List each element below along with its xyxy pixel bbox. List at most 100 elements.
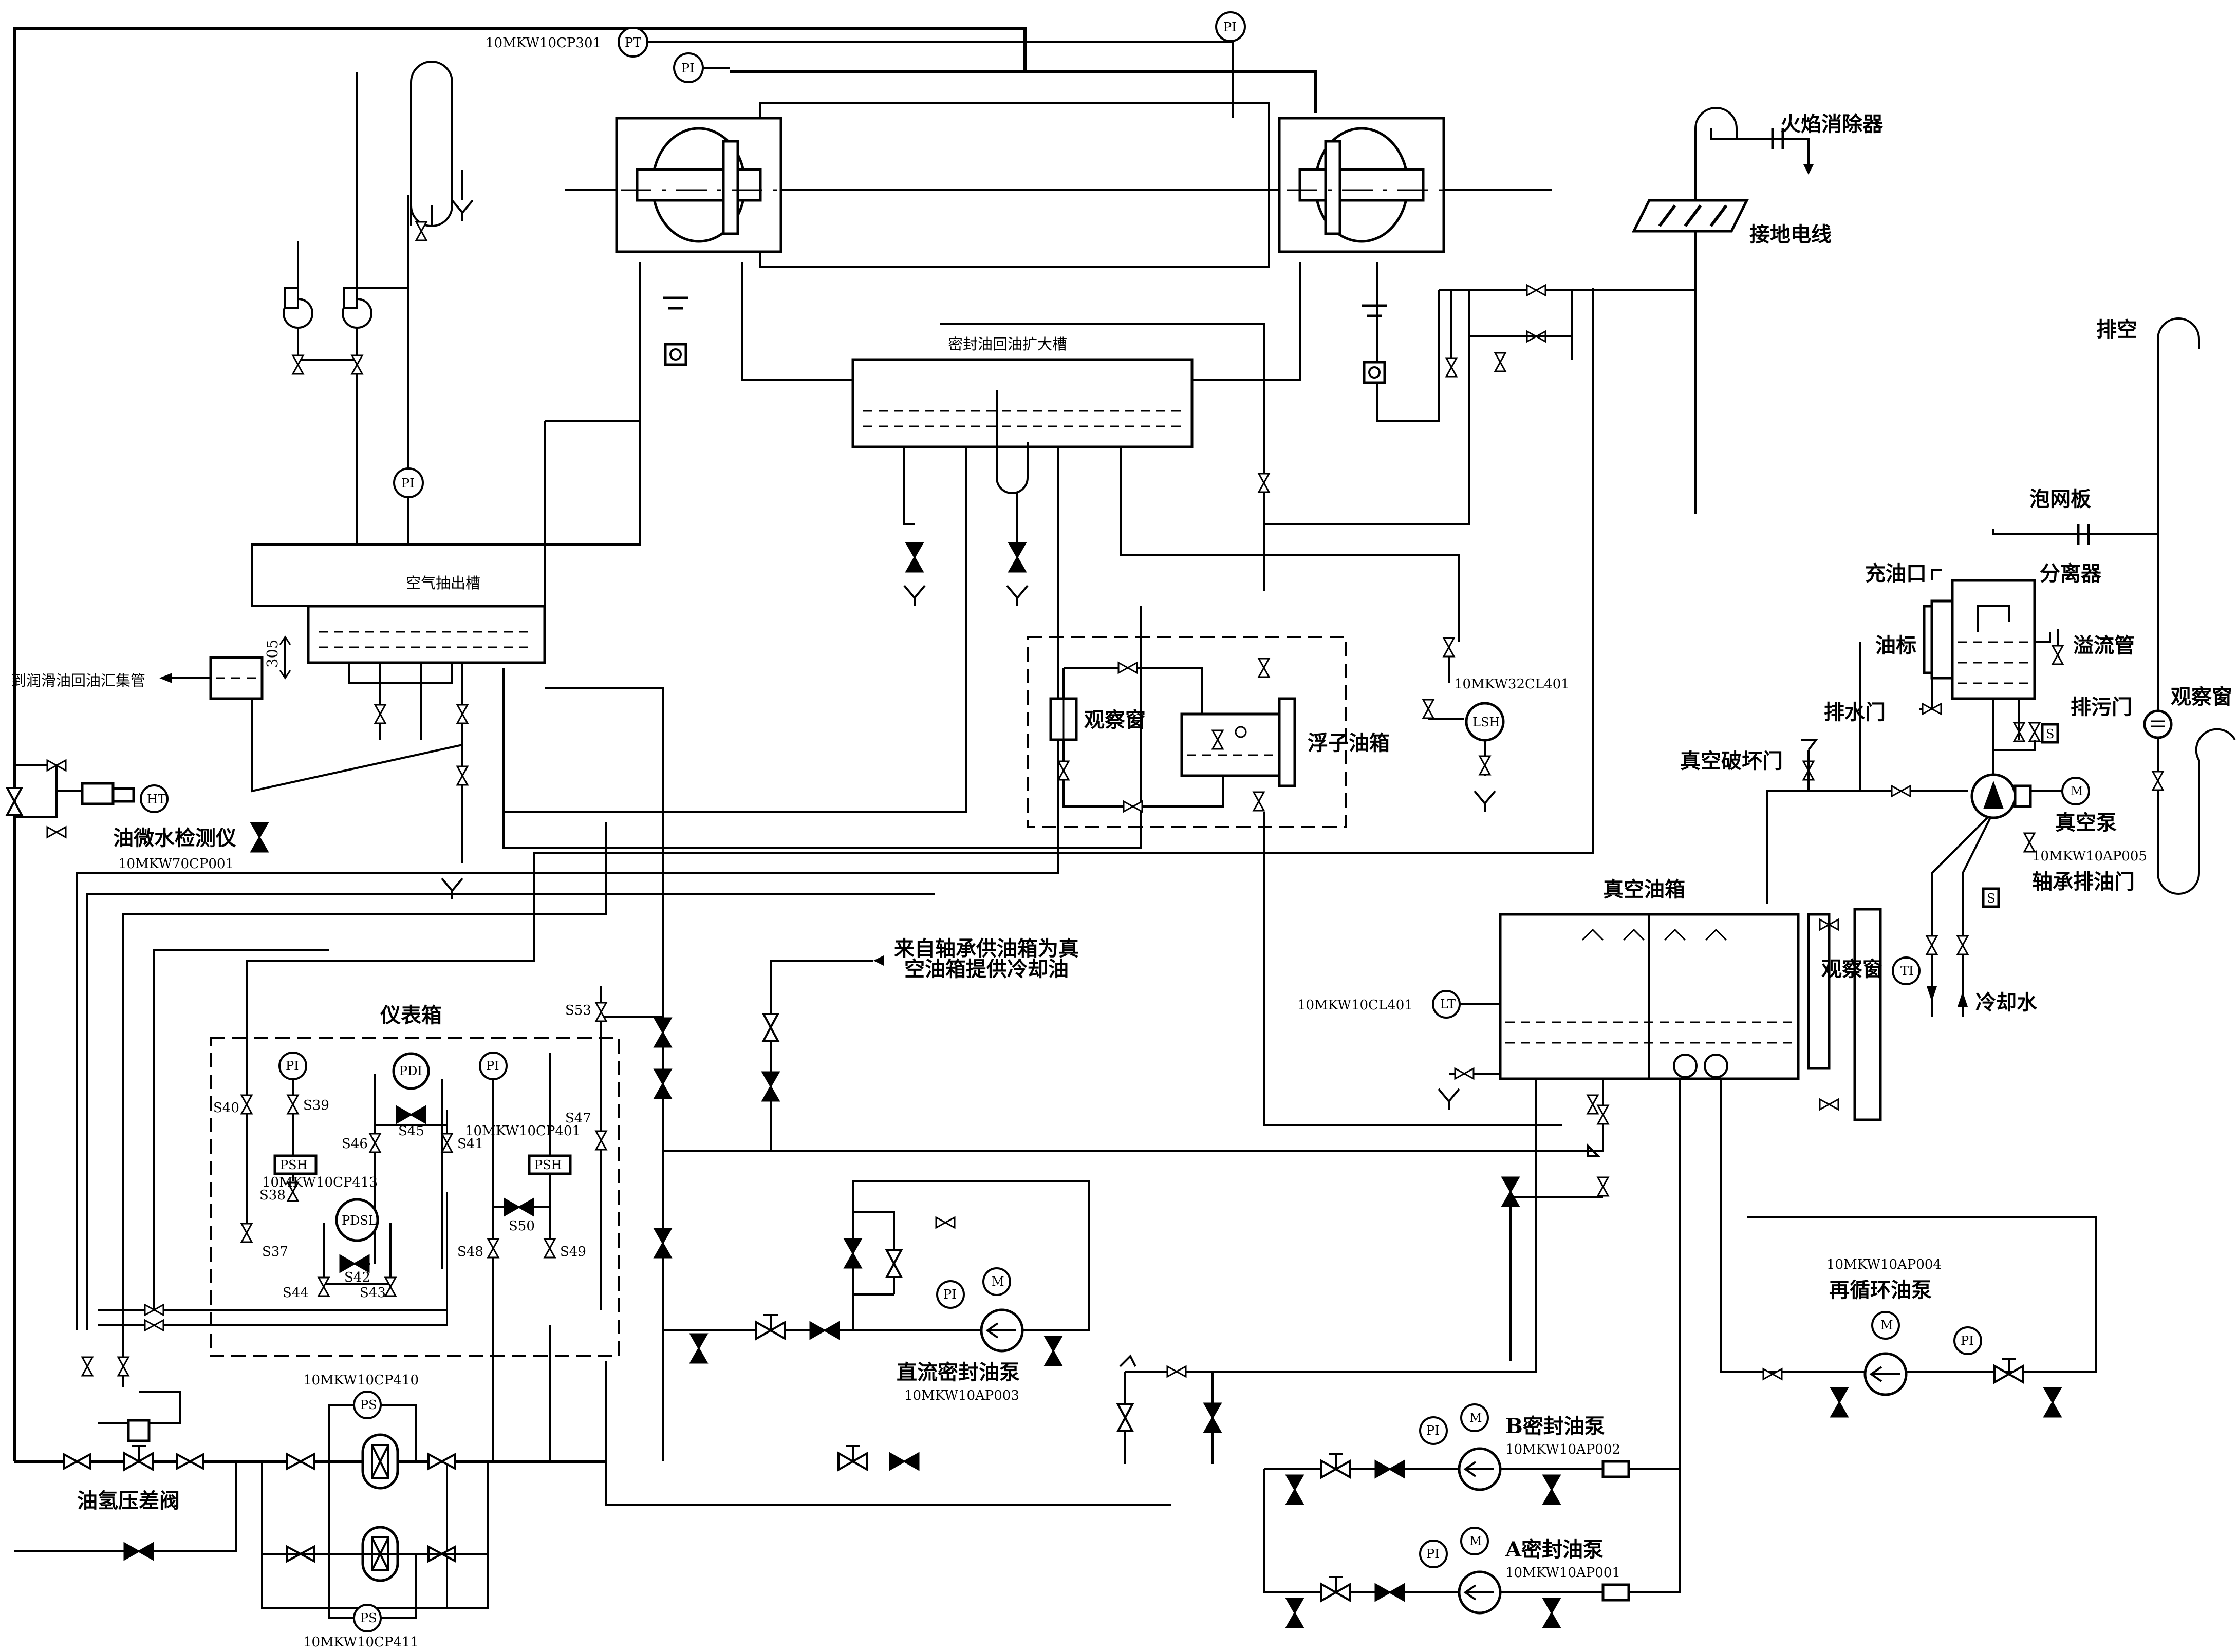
moisture-detector-label: 油微水检测仪 [113,826,236,850]
svg-text:PI: PI [1426,1423,1440,1438]
valve-s49: S49 [560,1244,586,1260]
pi-icon-box2 [479,1052,508,1080]
dp-valve-label: 油氢压差阀 [77,1489,180,1513]
svg-text:PDSL: PDSL [342,1213,377,1228]
svg-text:PT: PT [625,35,641,50]
sight-flow-right [1362,304,1387,384]
svg-text:M: M [1469,1534,1482,1548]
blowdown-valve-label: 排污门 [2071,695,2132,719]
cl401b-tag: 10MKW10CL401 [1297,998,1413,1013]
valve-s38: S38 [259,1188,286,1203]
vacuum-tank-label: 真空油箱 [1603,877,1685,902]
psh-icon-2 [528,1154,572,1175]
valve-s44: S44 [283,1285,309,1301]
separator [1923,579,2036,700]
lube-return-box [209,656,264,700]
cp001-tag: 10MKW70CP001 [118,856,234,872]
svg-text:S: S [1987,891,1995,906]
svg-text:HT: HT [147,792,166,806]
svg-text:M: M [1469,1411,1482,1425]
solenoid-icon [2041,723,2059,744]
cp413-tag: 10MKW10CP413 [262,1175,378,1190]
ap004-tag: 10MKW10AP004 [1826,1257,1942,1272]
valve-s50: S50 [509,1218,535,1234]
motor-icon-a [1460,1527,1489,1555]
cooling-oil-label-2: 空油箱提供冷却油 [904,957,1069,981]
cooling-water-label: 冷却水 [1975,990,2038,1015]
piping [13,27,2159,1609]
oil-gauge-label: 油标 [1875,633,1916,658]
sight-glass-mid [1049,697,1078,741]
valve-s43: S43 [360,1285,386,1301]
u-tube-vent [410,61,453,227]
exhaust-fan-1 [283,287,313,329]
ap003-tag: 10MKW10AP003 [904,1388,1019,1403]
instrument-box [210,1037,620,1357]
pi-icon-box1 [278,1052,307,1080]
svg-text:PI: PI [286,1059,299,1073]
vacuum-breaker-label: 真空破坏门 [1680,749,1783,773]
dim-305: 305 [264,640,281,668]
float-tank-box [1027,636,1347,828]
fill-port-label: 充油口 [1865,561,1927,586]
vacuum-pump [1970,773,2017,819]
dp-valve-body [127,1419,151,1442]
motor-icon-b [1460,1403,1489,1432]
svg-text:PI: PI [943,1287,957,1302]
svg-text:PI: PI [1961,1334,1974,1348]
expansion-tank-label: 密封油回油扩大槽 [948,335,1067,353]
check-valve-b [1601,1460,1630,1478]
svg-text:M: M [992,1274,1004,1289]
valve-s47: S47 [565,1111,591,1126]
a-pump-label: A密封油泵 [1505,1537,1604,1562]
pi-icon-left [393,467,424,498]
float-tank [1180,697,1296,787]
ht-icon [140,784,169,813]
air-extraction-label: 空气抽出槽 [406,574,480,592]
to-lube-header-label: 到润滑油回油汇集管 [11,672,145,689]
sight-glass-mid-label: 观察窗 [1084,708,1146,732]
ground-wire-plate [1631,199,1749,233]
svg-text:PSH: PSH [534,1158,562,1172]
pi-icon-a [1419,1540,1448,1568]
exhaust-fan-2 [342,287,372,329]
pdi-icon [392,1052,430,1090]
seal-ring-left [615,117,782,253]
foam-plate-label: 泡网板 [2029,487,2091,511]
svg-text:LT: LT [1440,997,1456,1011]
solenoid-icon-2 [1982,887,2000,908]
air-extraction-tank [307,605,546,664]
svg-text:PI: PI [401,476,415,491]
valve-s37: S37 [262,1244,288,1260]
cooling-oil-label-1: 来自轴承供油箱为真 [894,936,1079,961]
svg-text:S: S [2046,727,2054,741]
svg-text:PDI: PDI [399,1064,422,1078]
sight-glass-right-label: 观察窗 [2171,685,2232,709]
cp401-tag: 10MKW10CP401 [465,1123,581,1139]
check-valve-a [1601,1583,1630,1602]
svg-text:M: M [2071,784,2083,798]
svg-text:TI: TI [1900,964,1914,978]
ap005-tag: 10MKW10AP005 [2032,849,2147,864]
ap002-tag: 10MKW10AP002 [1505,1442,1620,1457]
valve-s46: S46 [342,1136,368,1152]
vacuum-tank [1499,913,1800,1080]
vac-sight-label: 观察窗 [1821,957,1883,981]
valve-s45: S45 [398,1123,424,1139]
recirc-pump-label: 再循环油泵 [1829,1278,1932,1302]
vac-sight-glass [1807,913,1831,1070]
psh-icon-1 [273,1154,318,1175]
pi-icon-dc [936,1280,965,1309]
svg-text:PSH: PSH [280,1158,308,1172]
dc-pump-label: 直流密封油泵 [897,1360,1020,1384]
separator-label: 分离器 [2040,561,2102,586]
float-tank-label: 浮子油箱 [1308,731,1390,755]
cp411-tag: 10MKW10CP411 [303,1635,419,1650]
instrument-box-label: 仪表箱 [380,1003,442,1027]
cp410-tag: 10MKW10CP410 [303,1373,419,1388]
valve-s40: S40 [213,1100,239,1116]
vacuum-pump-label: 真空泵 [2055,811,2117,835]
svg-text:PI: PI [486,1059,499,1073]
vac-level-gauge [1853,908,1882,1121]
